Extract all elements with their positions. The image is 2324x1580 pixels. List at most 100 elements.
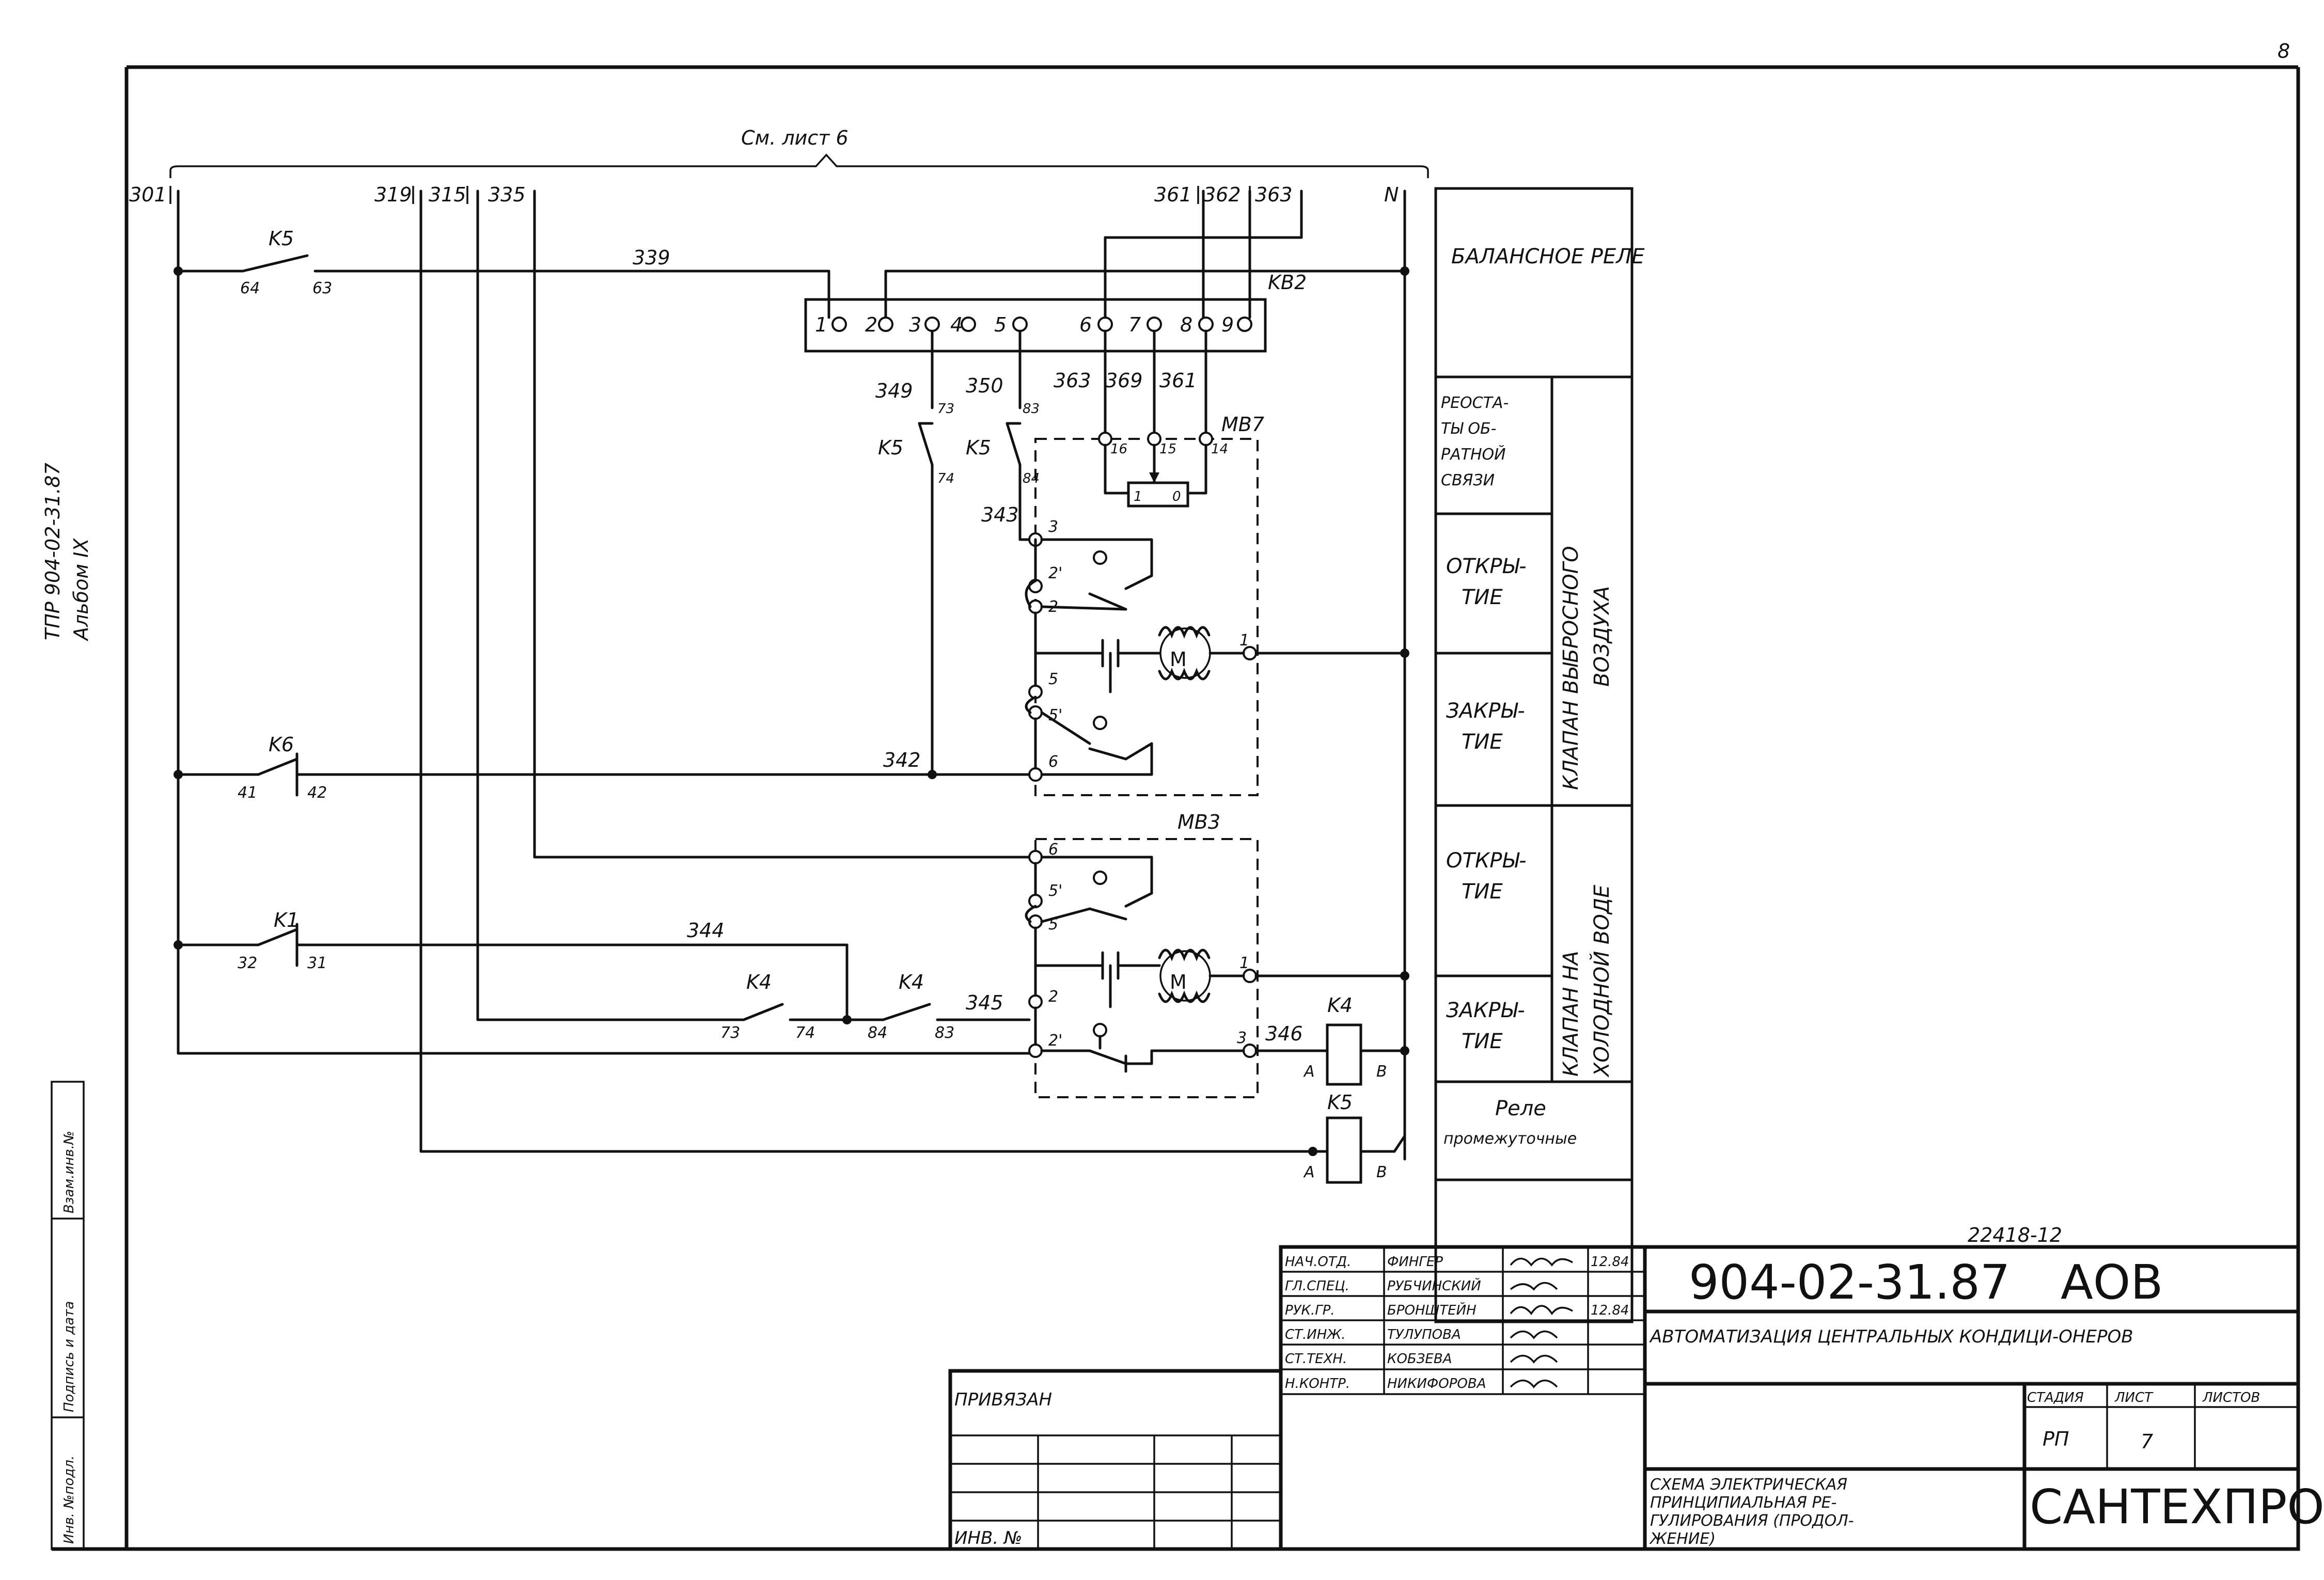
side-stamp: ТПР 904-02-31.87 Альбом IX — [41, 463, 92, 642]
left-column-stamp: Инв. №подл. Подпись и дата Взам.инв.№ — [51, 1081, 85, 1550]
relay-k5-b: K5 — [966, 436, 991, 459]
bus-label-301: 301 — [129, 183, 167, 206]
kb2-terminal-3: 3 — [909, 313, 921, 336]
coil-k4-label: K4 — [1327, 994, 1353, 1017]
coil-k5: K5 A B — [419, 1091, 1406, 1184]
doc-mark: АОВ — [2061, 1255, 2163, 1310]
feedback-bus-wires — [1104, 189, 1303, 319]
mb7-pin-3: 3 — [1048, 518, 1058, 536]
panel-intermediate-1: Реле — [1495, 1097, 1546, 1120]
project-title: АВТОМАТИЗАЦИЯ ЦЕНТРАЛЬНЫХ КОНДИЦИ-ОНЕРОВ — [1649, 1326, 2133, 1347]
bus-lines — [177, 189, 1406, 1161]
bus-label-335: 335 — [488, 183, 526, 206]
coil-k4: K4 346 A B — [1254, 994, 1409, 1086]
role-1: НАЧ.ОТД. — [1285, 1254, 1351, 1270]
mb3-name: MB3 — [1177, 811, 1220, 833]
bus-label-362: 362 — [1203, 183, 1241, 206]
panel-close-1b: ТИЕ — [1462, 730, 1503, 754]
mb7-pot-0: 0 — [1172, 489, 1181, 504]
contact-73b: 73 — [720, 1024, 740, 1042]
doc-number-handwritten: 22418-12 — [1968, 1224, 2062, 1246]
contact-32: 32 — [238, 954, 257, 972]
relay-k1: K1 — [274, 909, 299, 931]
date-1: 12.84 — [1591, 1254, 1629, 1270]
bus-label-319: 319 — [374, 183, 412, 206]
panel-close-1a: ЗАКРЫ- — [1446, 699, 1525, 723]
panel-open-2b: ТИЕ — [1462, 880, 1503, 904]
contact-84: 84 — [1023, 471, 1040, 486]
rung-339: K5 64 63 339 — [174, 227, 1409, 319]
inv-no-label: Инв. №подл. — [61, 1456, 77, 1544]
panel-valve-exhaust-2: ВОЗДУХА — [1590, 586, 1614, 687]
panel-rheostats-3: РАТНОЙ — [1441, 445, 1506, 464]
sheet-title-1: СХЕМА ЭЛЕКТРИЧЕСКАЯ — [1650, 1476, 1847, 1494]
replaced-inv-label: Взам.инв.№ — [61, 1131, 77, 1213]
mb7-actuator: MB7 16 15 14 1 0 3 2' 2 1 5 5' 6 — [1025, 413, 1409, 796]
coil-k5-a: A — [1303, 1163, 1315, 1181]
mb3-pin-2p: 2' — [1048, 1032, 1062, 1050]
name-6: НИКИФОРОВА — [1387, 1376, 1486, 1392]
mb7-pin-1: 1 — [1239, 631, 1249, 650]
kb2-terminal-1: 1 — [815, 313, 827, 336]
panel-intermediate-2: промежуточные — [1443, 1130, 1577, 1148]
contact-31: 31 — [307, 954, 327, 972]
contact-64: 64 — [240, 279, 260, 297]
mb3-pin-2: 2 — [1048, 988, 1058, 1006]
kb2-terminal-6: 6 — [1079, 313, 1092, 336]
attachment-block: ПРИВЯЗАН ИНВ. № — [948, 1369, 1283, 1551]
kb2-terminal-7: 7 — [1128, 313, 1141, 336]
relay-k4-a: K4 — [746, 971, 772, 993]
bus-label-315: 315 — [429, 183, 466, 206]
wire-339: 339 — [633, 246, 670, 269]
inv-no-bottom: ИНВ. № — [954, 1528, 1022, 1549]
contact-74: 74 — [937, 471, 954, 486]
bus-label-363: 363 — [1255, 183, 1293, 206]
stage-label: СТАДИЯ — [2027, 1390, 2084, 1405]
kb2-name: KB2 — [1268, 271, 1307, 294]
mb7-pin-6: 6 — [1048, 753, 1058, 771]
mb3-pin-3: 3 — [1237, 1029, 1247, 1047]
contact-83: 83 — [1023, 401, 1040, 417]
kb2-to-mb7-wires: 349 350 363 369 361 73 83 — [875, 329, 1207, 435]
relay-k5-top: K5 — [269, 227, 294, 250]
sheets-label: ЛИСТОВ — [2202, 1390, 2260, 1405]
rung-345: K4 K4 73 74 84 83 345 — [476, 971, 1037, 1042]
kb2-terminal-2: 2 — [865, 313, 877, 336]
wire-363: 363 — [1054, 369, 1091, 392]
mb7-pin-5: 5 — [1048, 670, 1058, 688]
contact-63: 63 — [312, 279, 332, 297]
name-1: ФИНГЕР — [1387, 1254, 1443, 1270]
org-name: САНТЕХПРОЕКТ — [2030, 1479, 2324, 1535]
panel-balance-relay-text: БАЛАНСНОЕ РЕЛЕ — [1451, 245, 1645, 268]
panel-open-2a: ОТКРЫ- — [1446, 849, 1527, 873]
relay-k6: K6 — [269, 733, 294, 756]
mb7-pin-15: 15 — [1159, 441, 1176, 457]
wire-361: 361 — [1159, 369, 1197, 392]
contact-84b: 84 — [868, 1024, 887, 1042]
sheet-title-2: ПРИНЦИПИАЛЬНАЯ РЕ- — [1650, 1494, 1836, 1512]
panel-valve-water-2: ХОЛОДНОЙ ВОДЕ — [1589, 884, 1614, 1078]
wire-345: 345 — [966, 991, 1003, 1014]
contact-41: 41 — [238, 784, 257, 802]
bus-label-n: N — [1384, 183, 1399, 206]
rung-342: K6 41 42 342 — [174, 733, 1031, 802]
bus-labels: 301 319 315 335 361 362 363 N — [129, 183, 1399, 206]
panel-rheostats-1: РЕОСТА- — [1441, 394, 1509, 412]
panel-open-1b: ТИЕ — [1462, 586, 1503, 609]
panel-balance-relay: БАЛАНСНОЕ РЕЛЕ — [1451, 245, 1645, 268]
wire-344: 344 — [687, 919, 725, 942]
signatures — [1510, 1257, 1573, 1388]
side-stamp-line-2: Альбом IX — [70, 538, 92, 642]
panel-rheostats-4: СВЯЗИ — [1441, 471, 1495, 489]
mb7-pin-16: 16 — [1110, 441, 1127, 457]
stage-value: РП — [2043, 1428, 2069, 1450]
function-panel: БАЛАНСНОЕ РЕЛЕ РЕОСТА- ТЫ ОБ- РАТНОЙ СВЯ… — [1434, 187, 1645, 1323]
title-block: 22418-12 НАЧ.ОТД. ГЛ.СПЕЦ. РУК.ГР. СТ.ИН… — [1279, 1224, 2324, 1551]
sheet-label: ЛИСТ — [2114, 1390, 2154, 1405]
signature-date-label: Подпись и дата — [61, 1301, 77, 1412]
contact-83b: 83 — [935, 1024, 954, 1042]
panel-open-1a: ОТКРЫ- — [1446, 555, 1527, 578]
wire-343: 343 — [981, 503, 1019, 526]
kb2-terminal-9: 9 — [1221, 313, 1234, 336]
name-5: КОБЗЕВА — [1387, 1351, 1452, 1367]
